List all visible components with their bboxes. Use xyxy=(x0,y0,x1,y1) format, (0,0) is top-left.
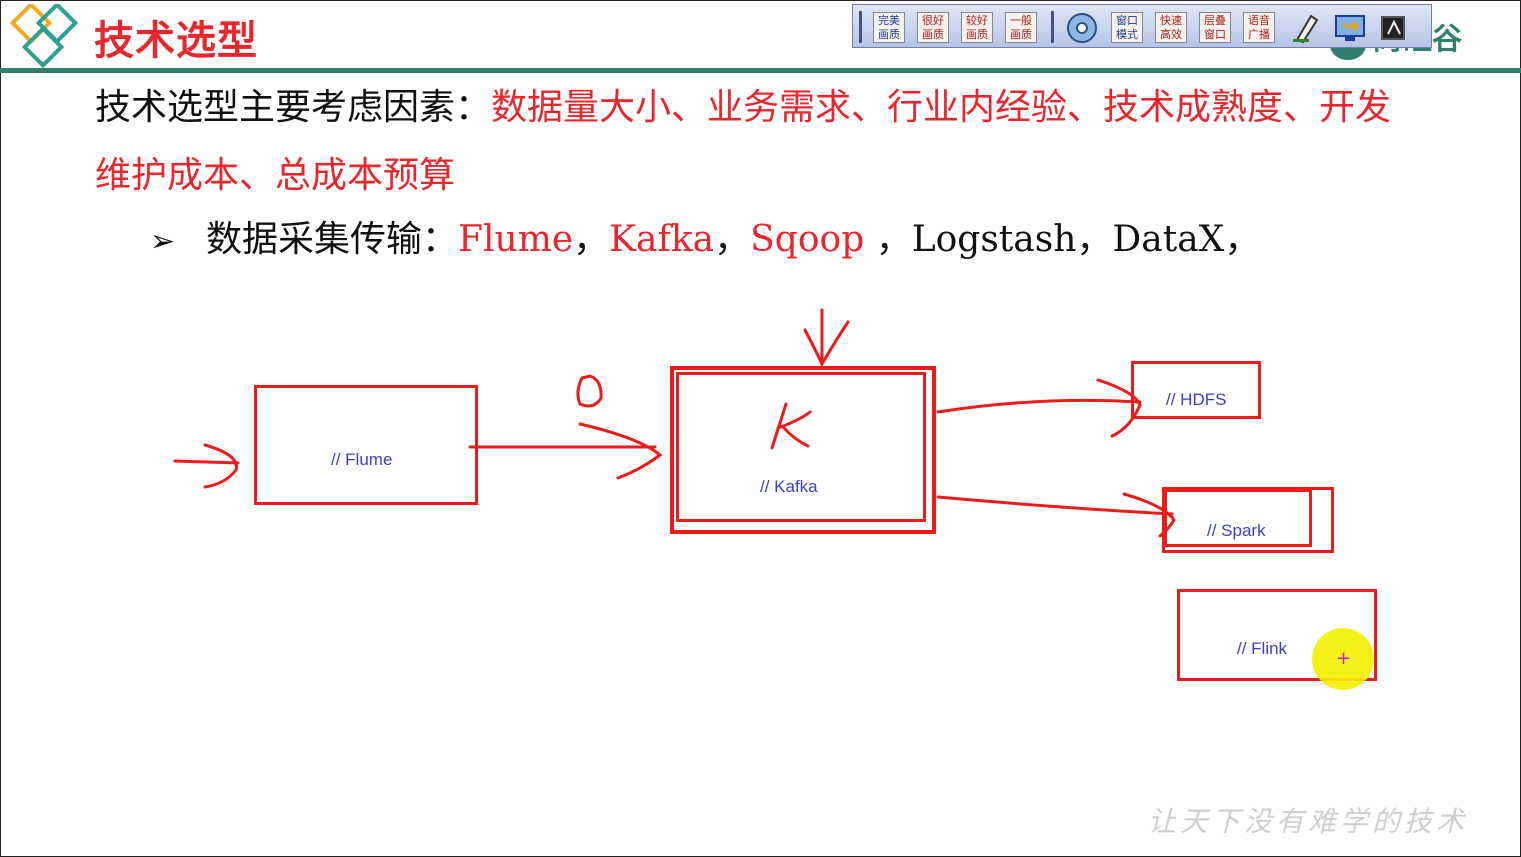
flink-label: // Flink xyxy=(1237,639,1288,658)
page-title: 技术选型 xyxy=(94,18,258,64)
kafka-hdfs-arrow-head xyxy=(1096,378,1142,438)
tech-item: ， xyxy=(1076,219,1113,260)
kafka-box-inner xyxy=(676,372,926,522)
kafka-hdfs-arrow xyxy=(936,398,1142,414)
tech-item: DataX xyxy=(1112,219,1225,260)
tech-list: Flume，Kafka，Sqoop ，Logstash，DataX， xyxy=(458,219,1260,260)
bullet-arrow-icon: ➢ xyxy=(150,224,176,259)
spark-label: // Spark xyxy=(1207,521,1266,540)
quality-normal-button[interactable]: 一般 画质 xyxy=(1005,12,1037,43)
hdfs-box xyxy=(1131,361,1261,419)
window-mode-icon: 窗口 模式 xyxy=(1116,14,1138,41)
pen-tool-icon[interactable] xyxy=(1289,12,1323,44)
watermark: 让天下没有难学的技术 xyxy=(1148,805,1469,838)
tech-item: ， xyxy=(573,219,610,260)
bullet-item: ➢数据采集传输：Flume，Kafka，Sqoop ，Logstash，Data… xyxy=(150,210,1260,262)
spark-box xyxy=(1162,487,1334,553)
quality-good-button[interactable]: 很好 画质 xyxy=(917,12,949,43)
flume-label: // Flume xyxy=(331,450,393,469)
kafka-box xyxy=(670,366,936,534)
quality-fair-icon: 较好 画质 xyxy=(966,14,988,41)
quality-normal-icon: 一般 画质 xyxy=(1010,14,1032,41)
screen-share-icon[interactable] xyxy=(1333,12,1367,44)
spark-box-inner xyxy=(1164,489,1312,547)
cascade-window-button[interactable]: 层叠 窗口 xyxy=(1199,12,1231,43)
quality-good-icon: 很好 画质 xyxy=(922,14,944,41)
voice-broadcast-icon: 语音 广播 xyxy=(1248,14,1270,41)
toolbar-separator xyxy=(1051,11,1054,43)
flink-box xyxy=(1177,589,1377,681)
presenter-cursor xyxy=(1312,628,1374,690)
input-arrow xyxy=(173,459,240,465)
intro-line-2: 维护成本、总成本预算 xyxy=(95,155,456,196)
logo-diamond-icon xyxy=(10,4,79,68)
hdfs-label: // HDFS xyxy=(1166,390,1227,409)
intro-prefix: 技术选型主要考虑因素： xyxy=(95,87,492,128)
header-divider xyxy=(0,68,1521,73)
bullet-prefix: 数据采集传输： xyxy=(206,219,459,260)
tech-item: ， xyxy=(714,219,751,260)
cascade-window-icon: 层叠 窗口 xyxy=(1204,14,1226,41)
board-icon[interactable] xyxy=(1377,12,1411,44)
intro-line: 技术选型主要考虑因素：数据量大小、业务需求、行业内经验、技术成熟度、开发 xyxy=(95,78,1391,130)
fast-mode-icon: 快速 高效 xyxy=(1160,14,1182,41)
kafka-label: // Kafka xyxy=(760,477,818,496)
cursor-plus-icon: + xyxy=(1336,648,1352,669)
input-arrow-head xyxy=(203,443,238,489)
tech-item-highlight: Flume xyxy=(458,219,574,260)
top-arrow-head xyxy=(803,320,850,368)
voice-broadcast-button[interactable]: 语音 广播 xyxy=(1243,12,1275,43)
tech-item: Logstash xyxy=(911,219,1077,260)
record-disc-icon[interactable] xyxy=(1065,12,1099,44)
quality-perfect-icon: 完美 画质 xyxy=(878,14,900,41)
quality-perfect-button[interactable]: 完美 画质 xyxy=(873,12,905,43)
tech-item: ， xyxy=(1224,219,1261,260)
kafka-spark-arrow-head xyxy=(1122,492,1176,538)
toolbar-grip[interactable] xyxy=(859,11,862,43)
handwritten-zero xyxy=(576,374,603,408)
intro-highlight: 数据量大小、业务需求、行业内经验、技术成熟度、开发 xyxy=(491,87,1392,128)
quality-fair-button[interactable]: 较好 画质 xyxy=(961,12,993,43)
handwritten-k xyxy=(770,402,812,450)
kafka-spark-arrow xyxy=(936,495,1174,516)
fast-mode-button[interactable]: 快速 高效 xyxy=(1155,12,1187,43)
tech-item-highlight: Sqoop xyxy=(750,219,865,260)
flume-box xyxy=(254,385,478,505)
flume-kafka-arrow-head xyxy=(578,422,663,480)
tech-item: ， xyxy=(864,219,912,260)
tech-item-highlight: Kafka xyxy=(609,219,715,260)
recording-toolbar: 完美 画质 很好 画质 较好 画质 一般 画质 窗口 模式 快速 高效 层叠 窗… xyxy=(852,4,1432,48)
window-mode-button[interactable]: 窗口 模式 xyxy=(1111,12,1143,43)
